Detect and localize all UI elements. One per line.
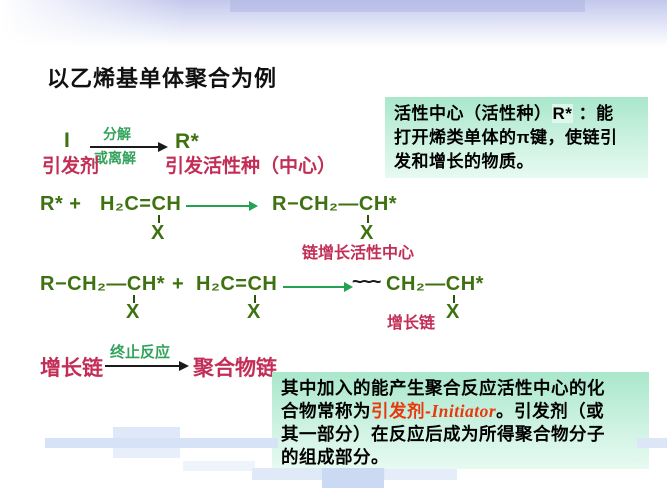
initiator-note-box: 其中加入的能产生聚合反应活性中心的化 合物常称为引发剂-Initiator。引发… xyxy=(272,372,649,469)
eq1-product: R* xyxy=(175,130,200,153)
initiator-line-2: 合物常称为引发剂-Initiator。引发剂（或 xyxy=(281,400,640,423)
eq4-reactant: 增长链 xyxy=(40,357,103,380)
eq3-substituent-x3: X xyxy=(446,301,460,323)
note-line1-pre: 活性中心（活性种） xyxy=(394,104,552,123)
note-line-3: 发和增长的物质。 xyxy=(394,152,534,171)
decor-bar xyxy=(113,427,180,438)
eq4-product: 聚合物链 xyxy=(193,357,277,380)
eq1-arrow xyxy=(90,146,160,148)
initiator-line2-post: 。引发剂（或 xyxy=(496,401,605,421)
eq2-substituent-x2: X xyxy=(360,222,374,244)
eq4-arrow xyxy=(105,365,181,367)
eq3-substituent-x2: X xyxy=(247,301,261,323)
decor-bar xyxy=(385,469,457,480)
eq2-arrow-head-icon xyxy=(249,201,258,211)
eq3-arrow xyxy=(283,286,345,288)
eq2-monomer: H₂C=CH xyxy=(100,193,182,215)
eq4-arrow-label: 终止反应 xyxy=(110,344,171,361)
eq3-bond-3 xyxy=(453,295,455,303)
eq3-product: CH₂—CH* xyxy=(386,273,484,295)
eq3-substituent-x1: X xyxy=(126,301,140,323)
eq1-arrow-head-icon xyxy=(158,142,168,152)
top-gradient-band xyxy=(0,0,667,47)
note-line-2: 打开烯类单体的π键，使链引 xyxy=(394,128,618,147)
eq3-arrow-head-icon xyxy=(344,282,353,292)
eq3-squiggle: ~~~ xyxy=(352,272,381,293)
eq2-product-label: 链增长活性中心 xyxy=(302,245,415,262)
initiator-line-4: 的组成部分。 xyxy=(281,447,389,467)
eq1-product-label: 引发活性种（中心） xyxy=(165,156,337,177)
initiator-term-cn: 引发剂- xyxy=(371,401,432,421)
eq2-substituent-x1: X xyxy=(151,222,165,244)
eq2-bond-1 xyxy=(158,215,160,223)
rstar-highlight: R* xyxy=(551,104,574,123)
decor-bar xyxy=(183,461,255,471)
active-center-note-box: 活性中心（活性种）R* ：能 打开烯类单体的π键，使链引 发和增长的物质。 xyxy=(385,97,648,178)
decor-bar xyxy=(637,438,667,448)
decor-bar xyxy=(45,438,278,448)
decor-bar xyxy=(322,468,384,488)
eq2-bond-2 xyxy=(367,215,369,223)
eq1-arrow-label-above: 分解 xyxy=(103,126,131,142)
eq2-product: R−CH₂—CH* xyxy=(272,193,398,215)
slide-title: 以乙烯基单体聚合为例 xyxy=(47,66,278,91)
initiator-term-en: Initiator xyxy=(431,401,497,421)
band-streak xyxy=(230,0,585,12)
eq1-reactant-label: 引发剂 xyxy=(42,156,100,177)
eq2-lhs: R* + xyxy=(40,193,82,215)
eq3-bond-1 xyxy=(133,295,135,303)
eq3-lhs: R−CH₂—CH* xyxy=(40,273,166,295)
eq2-arrow xyxy=(186,205,250,207)
note-line-1: 活性中心（活性种）R* ：能 xyxy=(394,102,639,126)
eq1-arrow-label-below: 或离解 xyxy=(94,150,136,166)
eq3-bond-2 xyxy=(254,295,256,303)
eq4-arrow-head-icon xyxy=(179,361,189,371)
eq3-monomer: H₂C=CH xyxy=(196,273,278,295)
note-line1-post: ：能 xyxy=(573,104,614,123)
eq3-plus: + xyxy=(172,273,185,295)
initiator-line-1: 其中加入的能产生聚合反应活性中心的化 xyxy=(281,378,605,398)
decor-bar xyxy=(113,448,180,458)
initiator-line-3: 其一部分）在反应后成为所得聚合物分子 xyxy=(281,424,605,444)
initiator-line2-pre: 合物常称为 xyxy=(281,401,371,421)
eq3-product-label: 增长链 xyxy=(387,315,436,332)
eq1-reactant: I xyxy=(64,129,71,152)
